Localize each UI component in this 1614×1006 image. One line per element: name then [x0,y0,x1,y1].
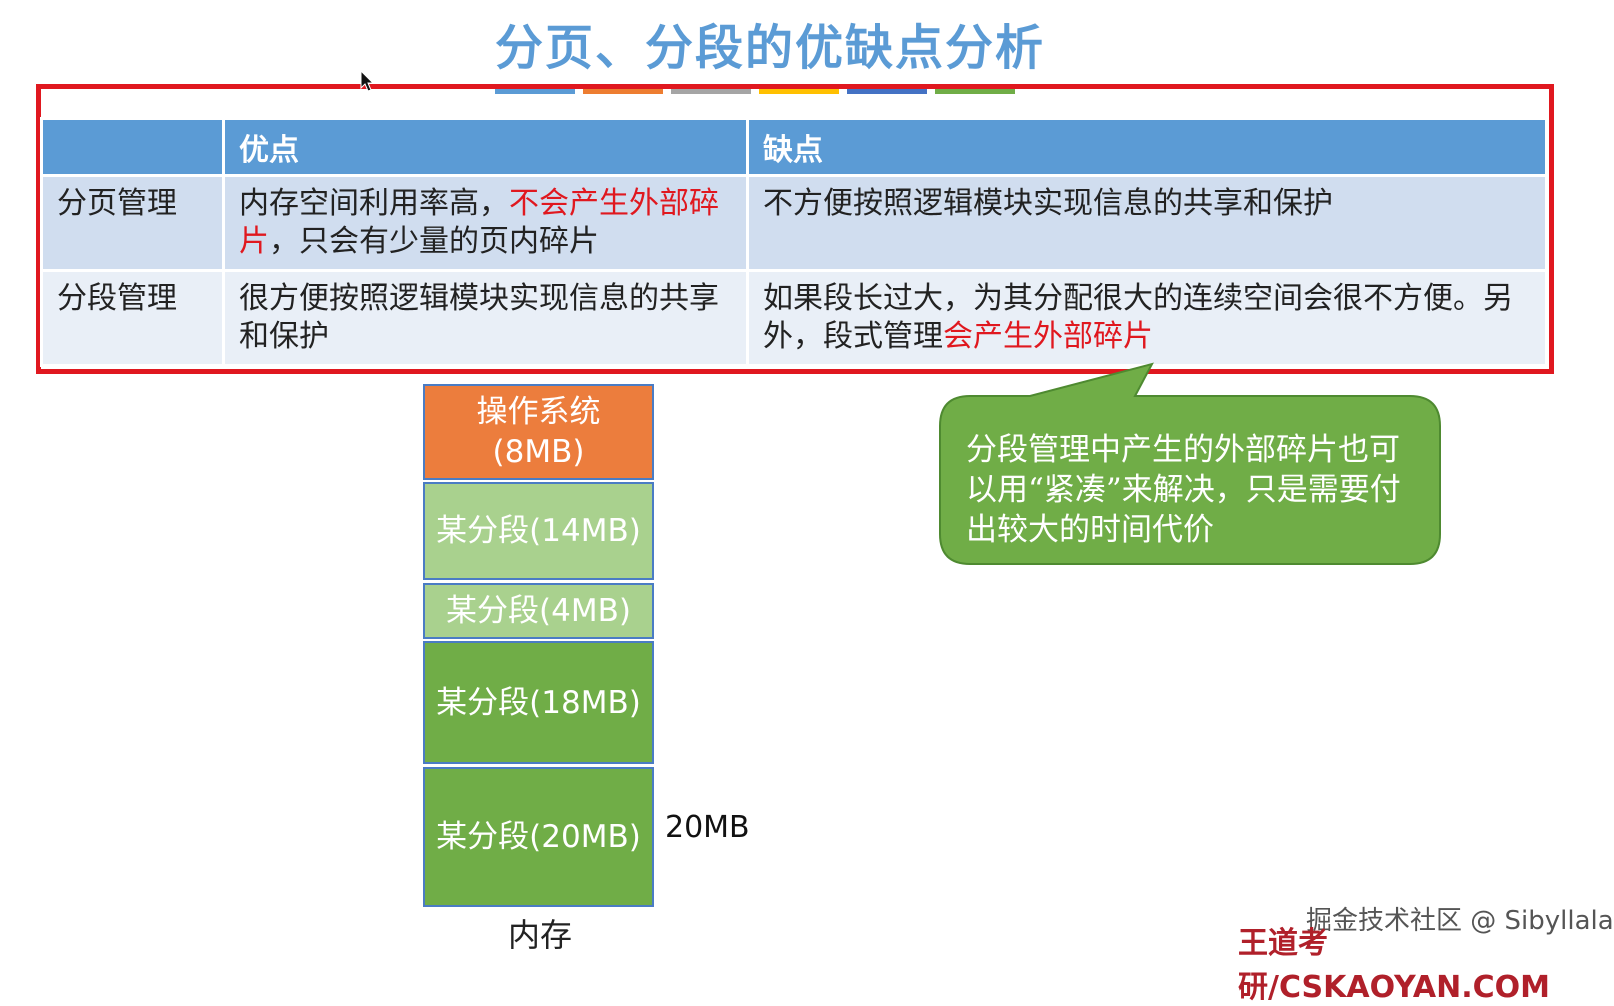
block-label: 操作系统 [476,394,601,430]
text-plain: 内存空间利用率高， [239,186,509,221]
table-row: 分页管理 内存空间利用率高，不会产生外部碎片，只会有少量的页内碎片 不方便按照逻… [40,174,1548,272]
text-highlight: 不会产生外部碎片 [239,186,719,259]
memory-block-segment: 某分段(4MB) [423,583,654,639]
title-color-bars [495,86,1015,94]
title-bar [671,86,751,94]
block-size: (8MB) [492,434,585,470]
callout-text: 分段管理中产生的外部碎片也可以用“紧凑”来解决，只是需要付出较大的时间代价 [966,432,1401,548]
red-highlight-frame [36,84,1554,374]
community-watermark: 掘金技术社区 @ Sibyllala [1306,906,1614,936]
comparison-table: 优点 缺点 分页管理 内存空间利用率高，不会产生外部碎片，只会有少量的页内碎片 … [40,117,1548,367]
text-plain: 如果段长过大，为其分配很大的连续空间会很不方便。另外，段式管理 [763,281,1513,354]
text-plain: ，只会有少量的页内碎片 [269,224,599,259]
row-label-paging: 分页管理 [40,174,225,272]
memory-block-segment: 某分段(14MB) [423,482,654,580]
title-bar [847,86,927,94]
title-bar [935,86,1015,94]
text-plain: 不方便按照逻辑模块实现信息的共享和保护 [763,186,1333,221]
brand-watermark: 王道考研/CSKAOYAN.COM [1238,926,1550,1005]
header-empty [40,117,225,177]
title-bar [583,86,663,94]
slide-title: 分页、分段的优缺点分析 [494,20,1045,76]
table-row: 分段管理 很方便按照逻辑模块实现信息的共享和保护 如果段长过大，为其分配很大的连… [40,269,1548,367]
text-highlight: 会产生外部碎片 [943,319,1153,354]
segment-size-label: 20MB [665,810,750,845]
title-bar [759,86,839,94]
segmentation-cons: 如果段长过大，为其分配很大的连续空间会很不方便。另外，段式管理会产生外部碎片 [746,269,1548,367]
callout-bubble [939,362,1441,565]
segmentation-pros: 很方便按照逻辑模块实现信息的共享和保护 [222,269,749,367]
memory-block-segment: 某分段(18MB) [423,641,654,764]
memory-block-segment: 某分段(20MB) [423,767,654,907]
header-pros: 优点 [222,117,749,177]
paging-cons: 不方便按照逻辑模块实现信息的共享和保护 [746,174,1548,272]
table-header-row: 优点 缺点 [40,117,1548,177]
text-plain: 很方便按照逻辑模块实现信息的共享和保护 [239,281,719,354]
paging-pros: 内存空间利用率高，不会产生外部碎片，只会有少量的页内碎片 [222,174,749,272]
memory-block-os: 操作系统 (8MB) [423,384,654,480]
row-label-segmentation: 分段管理 [40,269,225,367]
mouse-cursor-icon [360,70,375,92]
header-cons: 缺点 [746,117,1548,177]
memory-caption: 内存 [508,916,573,954]
title-bar [495,86,575,94]
